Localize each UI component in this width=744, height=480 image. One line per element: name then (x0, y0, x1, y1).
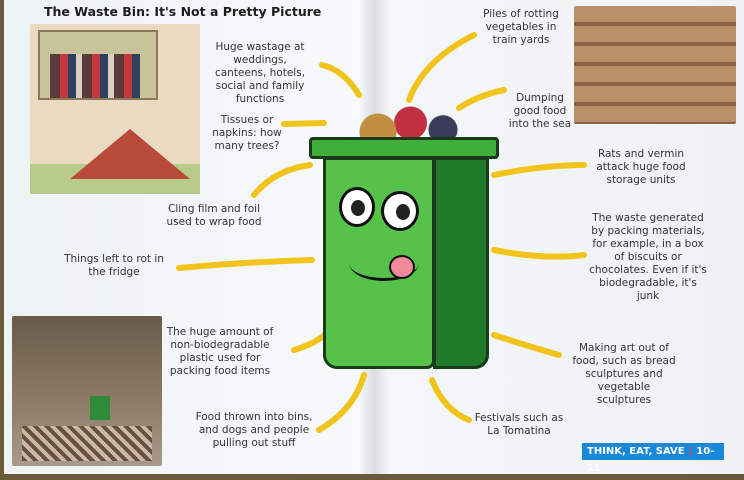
caption-fridge: Things left to rot in the fridge (64, 253, 164, 278)
arrows-layer (176, 32, 587, 433)
caption-cling: Cling film and foil used to wrap food (166, 203, 262, 228)
caption-festivals: Festivals such as La Tomatina (474, 412, 564, 437)
street-illustration (12, 316, 162, 466)
green-bin-character (309, 105, 499, 375)
caption-bins: Food thrown into bins, and dogs and peop… (195, 411, 313, 449)
caption-packing: The waste generated by packing materials… (589, 212, 707, 302)
caption-weddings: Huge wastage at weddings, canteens, hote… (214, 41, 306, 105)
arrow-trainyards (406, 32, 477, 103)
eye-icon (339, 187, 375, 227)
page-numbers: 10-11 (587, 446, 715, 474)
caption-art: Making art out of food, such as bread sc… (572, 342, 676, 406)
caption-tissues: Tissues or napkins: how many trees? (212, 114, 282, 152)
arrow-fridge (176, 257, 315, 271)
book-spread: The Waste Bin: It's Not a Pretty Picture (4, 0, 744, 474)
eye-icon (381, 191, 419, 231)
arrow-weddings (319, 62, 362, 98)
arrow-festivals (429, 377, 472, 423)
arrow-art (491, 332, 562, 358)
arrow-bins (316, 372, 367, 433)
mouth (349, 245, 419, 281)
arrow-tissues (281, 120, 327, 127)
sacks-photo (574, 6, 736, 124)
arrow-cling (251, 162, 313, 198)
caption-rats: Rats and vermin attack huge food storage… (596, 148, 686, 186)
arrow-rats (491, 162, 587, 178)
caption-sea: Dumping good food into the sea (508, 92, 572, 130)
caption-trainyards: Piles of rotting vegetables in train yar… (483, 8, 559, 46)
separator: | (688, 446, 693, 457)
party-illustration (30, 24, 200, 194)
series-name: THINK, EAT, SAVE (587, 446, 685, 457)
arrow-packing (491, 247, 587, 260)
footer-badge: THINK, EAT, SAVE|10-11 (582, 443, 724, 474)
tongue (389, 255, 415, 279)
page-title: The Waste Bin: It's Not a Pretty Picture (44, 4, 322, 19)
caption-plastic: The huge amount of non-biodegradable pla… (166, 326, 274, 377)
